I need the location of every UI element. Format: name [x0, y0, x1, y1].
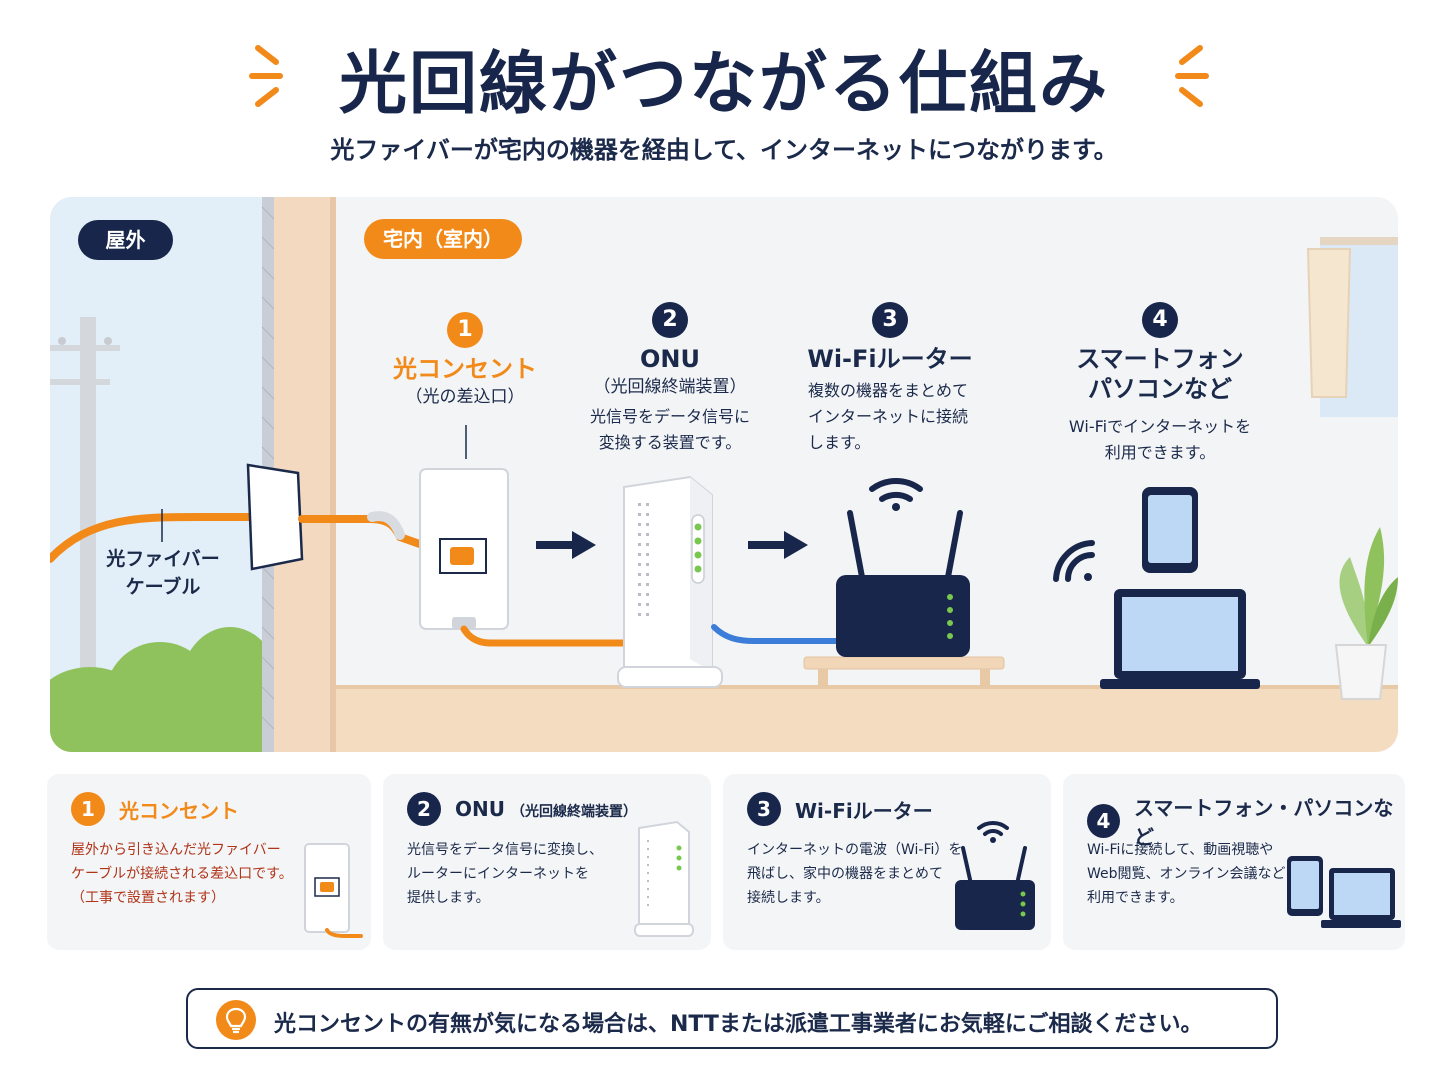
consultation-notice: 光コンセントの有無が気になる場合は、NTTまたは派遣工事業者にお気軽にご相談くだ… [186, 988, 1278, 1049]
outlet-icon [304, 843, 363, 938]
step-name: スマートフォン パソコンなど [1076, 345, 1244, 403]
card-number: 3 [747, 792, 781, 826]
wifi-signal-icon [869, 478, 923, 511]
onu-icon [617, 475, 723, 688]
laptop-icon [1100, 589, 1260, 689]
fiber-outlet-icon [419, 425, 509, 630]
step-onu: 2 ONU （光回線終端装置） 光信号をデータ信号に 変換する装置です。 [570, 302, 770, 456]
card-description: 光信号をデータ信号に変換し、 ルーターにインターネットを 提供します。 [407, 842, 603, 906]
card-title: Wi-Fiルーター [795, 798, 933, 823]
card-devices: 4 スマートフォン・パソコンなど Wi-Fiに接続して、動画視聴や Web閲覧、… [1063, 774, 1405, 950]
plant-icon [1334, 527, 1398, 700]
card-title: スマートフォン・パソコンなど [1133, 796, 1394, 849]
step-subtitle: （光回線終端装置） [593, 377, 747, 397]
card-description: Wi-Fiに接続して、動画視聴や Web閲覧、オンライン会議などを 利用できます… [1087, 842, 1300, 906]
card-description: 屋外から引き込んだ光ファイバー ケーブルが接続される差込口です。 （工事で設置さ… [71, 842, 293, 906]
devices-icon [1287, 856, 1401, 928]
page-subtitle: 光ファイバーが宅内の機器を経由して、インターネットにつながります。 [330, 136, 1118, 164]
card-number: 1 [71, 792, 105, 826]
step-number: 4 [1142, 302, 1178, 338]
utility-pole-icon [50, 317, 120, 717]
step-wifi-router: 3 Wi-Fiルーター 複数の機器をまとめて インターネットに接続 します。 [790, 302, 990, 456]
card-title: 光コンセント [119, 798, 239, 823]
card-number: 4 [1087, 804, 1120, 838]
card-fiber-outlet: 1 光コンセント 屋外から引き込んだ光ファイバー ケーブルが接続される差込口です… [47, 774, 371, 950]
step-description: 光信号をデータ信号に 変換する装置です。 [589, 407, 750, 452]
zone-tag-outdoor: 屋外 [78, 220, 173, 260]
arrow-right-icon [536, 531, 808, 559]
onu-icon [634, 820, 694, 937]
fiber-cable-label: 光ファイバー ケーブル [106, 548, 220, 598]
notice-text: 光コンセントの有無が気になる場合は、NTTまたは派遣工事業者にお気軽にご相談くだ… [274, 1012, 1203, 1037]
step-fiber-outlet: 1 光コンセント （光の差込口） [380, 312, 550, 410]
wifi-router-icon [836, 510, 970, 657]
card-wifi-router: 3 Wi-Fiルーター インターネットの電波（Wi-Fi）を 飛ばし、家中の機器… [723, 774, 1051, 950]
zone-tag-indoor: 宅内（室内） [364, 219, 522, 259]
connection-diagram: 光ファイバー ケーブル [50, 197, 1398, 752]
lightbulb-icon [216, 1000, 256, 1040]
card-title-note: （光回線終端装置） [510, 804, 637, 820]
step-number: 1 [447, 312, 483, 348]
step-name: 光コンセント [393, 355, 537, 383]
step-devices: 4 スマートフォン パソコンなど Wi-Fiでインターネットを 利用できます。 [1060, 302, 1260, 466]
card-title: ONU（光回線終端装置） [455, 797, 637, 821]
card-onu: 2 ONU（光回線終端装置） 光信号をデータ信号に変換し、 ルーターにインターネ… [383, 774, 711, 950]
step-description: Wi-Fiでインターネットを 利用できます。 [1068, 417, 1252, 462]
step-number: 3 [872, 302, 908, 338]
bush-icon [50, 627, 280, 752]
card-number: 2 [407, 792, 441, 826]
step-name: Wi-Fiルーター [807, 345, 973, 373]
step-number: 2 [652, 302, 688, 338]
step-name: ONU [640, 345, 700, 373]
step-description: 複数の機器をまとめて インターネットに接続 します。 [808, 381, 969, 452]
step-subtitle: （光の差込口） [405, 387, 525, 407]
page-title: 光回線がつながる仕組み [338, 45, 1109, 124]
router-icon [955, 820, 1035, 930]
wifi-signal-icon [1053, 540, 1095, 582]
smartphone-icon [1142, 487, 1198, 573]
card-description: インターネットの電波（Wi-Fi）を 飛ばし、家中の機器をまとめて 接続します。 [747, 842, 963, 906]
title-burst-right-icon [1175, 45, 1209, 107]
title-burst-left-icon [249, 45, 283, 107]
